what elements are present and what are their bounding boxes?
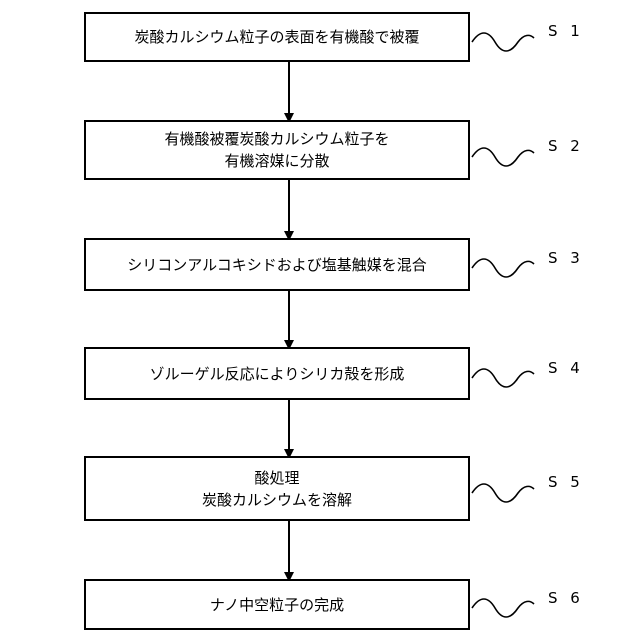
step-s2-line-1: 有機酸被覆炭酸カルシウム粒子を [164,128,389,150]
step-label-s4: S 4 [548,359,584,377]
step-label-s1: S 1 [548,22,584,40]
step-label-s2: S 2 [548,137,584,155]
step-s6-line-1: ナノ中空粒子の完成 [210,594,344,616]
leader-wave-s2 [472,148,534,166]
step-box-s3: シリコンアルコキシドおよび塩基触媒を混合 [84,238,470,291]
step-s4-line-1: ゾルーゲル反応によりシリカ殻を形成 [150,363,405,385]
leader-wave-s5 [472,484,534,502]
step-s5-line-2: 炭酸カルシウムを溶解 [202,489,352,511]
leader-wave-s4 [472,369,534,387]
step-box-s5: 酸処理 炭酸カルシウムを溶解 [84,456,470,521]
step-label-s6: S 6 [548,589,584,607]
step-s3-line-1: シリコンアルコキシドおよび塩基触媒を混合 [127,254,427,276]
step-box-s4: ゾルーゲル反応によりシリカ殻を形成 [84,347,470,400]
step-box-s1: 炭酸カルシウム粒子の表面を有機酸で被覆 [84,12,470,62]
leader-wave-s6 [472,599,534,617]
step-s2-line-2: 有機溶媒に分散 [224,150,329,172]
step-s5-line-1: 酸処理 [254,467,299,489]
step-box-s6: ナノ中空粒子の完成 [84,579,470,630]
step-label-s5: S 5 [548,473,584,491]
leader-wave-s3 [472,259,534,277]
leader-wave-s1 [472,33,534,51]
step-box-s2: 有機酸被覆炭酸カルシウム粒子を 有機溶媒に分散 [84,120,470,180]
step-s1-line-1: 炭酸カルシウム粒子の表面を有機酸で被覆 [134,26,419,48]
step-label-s3: S 3 [548,249,584,267]
